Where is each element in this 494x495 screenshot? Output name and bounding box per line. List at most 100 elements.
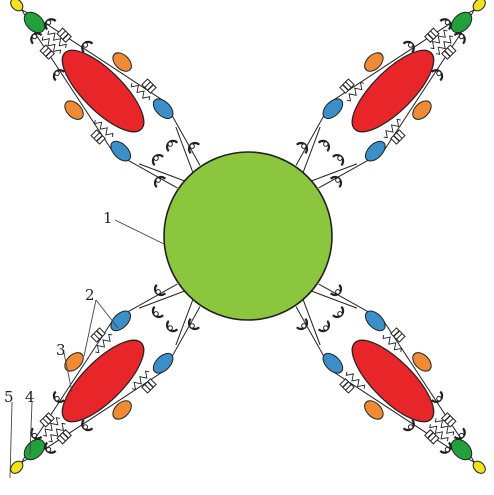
- orange-link-upper: [364, 52, 384, 72]
- hub-joint-upper-arc: [329, 284, 343, 297]
- rod-lower: [175, 126, 194, 173]
- spring-upper: [131, 370, 150, 391]
- spring-upper: [93, 119, 114, 138]
- orange-link-upper: [64, 100, 84, 120]
- outer-joint-lower: [402, 419, 415, 432]
- spring-lower: [383, 118, 401, 139]
- orange-link-upper: [412, 352, 432, 372]
- node-joint-upper: [439, 18, 452, 31]
- hub-joint-inner-upper: [166, 320, 179, 333]
- tip-spring-lower: [436, 35, 454, 55]
- tip-damper-upper: [56, 429, 72, 445]
- arm-bottom-left: [10, 283, 201, 474]
- damper-upper: [390, 327, 406, 343]
- damper-lower: [339, 378, 355, 394]
- label-5: 5: [4, 388, 14, 406]
- tip-damper-lower-cylinder: [56, 27, 72, 43]
- damper-lower-cylinder: [339, 378, 355, 394]
- damper-lower-cylinder: [390, 129, 406, 145]
- hub-joint-lower: [329, 175, 343, 188]
- tip-damper-lower-rod: [42, 418, 49, 425]
- orange-link-lower: [412, 100, 432, 120]
- leader-lines: [9, 219, 165, 479]
- tip-damper-upper-piston: [427, 33, 434, 40]
- spring-upper: [382, 334, 403, 353]
- blue-link-upper: [364, 310, 386, 332]
- hub-joint-inner-lower-pin: [323, 325, 329, 331]
- arm-top-right: [295, 0, 486, 189]
- node-joint-upper-pin: [45, 446, 52, 453]
- hub-joint-upper: [329, 284, 343, 297]
- outer-joint-upper-arc: [431, 390, 444, 403]
- hub-joint-inner-upper-pin: [337, 311, 343, 317]
- tip-damper-upper-rod: [59, 435, 66, 442]
- orange-link-lower: [112, 52, 132, 72]
- damper-upper: [141, 378, 157, 394]
- blue-link-lower: [322, 352, 344, 374]
- rod-upper: [311, 290, 358, 309]
- damper-lower-rod: [144, 81, 151, 88]
- central-hub: [163, 151, 333, 321]
- damper-upper: [339, 78, 355, 94]
- orange-link-lower: [64, 352, 84, 372]
- rod-lower: [138, 290, 185, 309]
- tip-damper-lower: [39, 412, 55, 428]
- node-joint-upper-arc: [453, 427, 466, 440]
- hub-joint-inner-upper-pin: [167, 325, 173, 331]
- damper-lower-piston: [342, 381, 349, 388]
- outer-joint-lower: [81, 40, 94, 53]
- rod-lower: [302, 299, 321, 346]
- rod-upper: [138, 163, 185, 182]
- hub-joint-upper-pin: [335, 289, 341, 295]
- damper-upper-cylinder: [141, 378, 157, 394]
- spring-lower: [345, 371, 366, 389]
- tip-spring-lower: [47, 30, 67, 48]
- hub-joint-lower: [296, 317, 309, 331]
- tip-spring-lower: [429, 424, 449, 442]
- node-joint-upper-pin: [31, 33, 38, 40]
- spring-lower: [130, 83, 151, 101]
- blue-link-lower: [152, 98, 174, 120]
- arm-bottom-right: [295, 283, 486, 474]
- outer-joint-lower-pin: [407, 424, 414, 430]
- hub-joint-upper-pin: [155, 177, 161, 183]
- tip-damper-lower-piston: [427, 432, 434, 439]
- yellow-tip: [10, 0, 24, 12]
- damper-upper-piston: [342, 84, 349, 91]
- hub-joint-inner-upper: [151, 154, 164, 167]
- tip-damper-upper-piston: [444, 415, 451, 422]
- rod-lower: [311, 163, 358, 182]
- hub-joint-upper: [153, 175, 167, 188]
- tip-damper-lower-rod: [430, 435, 437, 442]
- tip-damper-lower-rod: [447, 47, 454, 54]
- hub-joint-inner-lower-pin: [337, 155, 343, 161]
- tip-damper-lower-piston: [45, 415, 52, 422]
- damper-lower: [141, 78, 157, 94]
- leader-5: [9, 401, 13, 479]
- hub-joint-upper-pin: [189, 323, 195, 329]
- mass-ellipse: [61, 339, 145, 423]
- damper-upper-cylinder: [390, 327, 406, 343]
- hub-joint-lower: [187, 141, 200, 155]
- outer-joint-upper: [431, 390, 444, 403]
- mass-ellipse: [351, 49, 435, 133]
- outer-joint-upper-pin: [407, 42, 414, 48]
- outer-joint-upper: [52, 69, 65, 82]
- tip-damper-lower-cylinder: [39, 412, 55, 428]
- node-joint-lower: [44, 18, 57, 31]
- leader-1: [114, 219, 165, 245]
- damper-lower-rod: [93, 333, 100, 340]
- hub-joint-inner-upper-pin: [323, 141, 329, 147]
- rod-upper: [302, 126, 321, 173]
- node-joint-upper: [453, 427, 466, 440]
- damper-lower-piston: [393, 135, 400, 142]
- hub-joint-inner-lower: [166, 139, 179, 152]
- hub-joint-inner-upper-pin: [153, 155, 159, 161]
- yellow-tip: [472, 460, 486, 474]
- damper-lower-rod: [396, 132, 403, 139]
- damper-lower-cylinder: [90, 327, 106, 343]
- node-joint-upper: [30, 32, 43, 45]
- tip-spring-upper: [434, 418, 455, 436]
- hub-joint-inner-lower-arc: [166, 139, 179, 152]
- orange-link-upper: [112, 400, 132, 420]
